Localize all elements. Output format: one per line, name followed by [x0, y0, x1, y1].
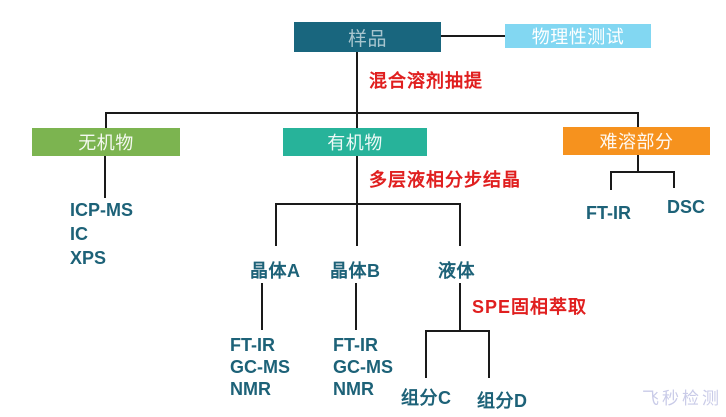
label-spe-extraction: SPE固相萃取	[472, 297, 588, 317]
node-sample: 样品	[294, 22, 441, 52]
method-insoluble-dsc: DSC	[667, 197, 706, 217]
node-organic: 有机物	[283, 128, 427, 156]
connector-to-component-c	[425, 330, 427, 378]
connector-crystal-a-methods	[261, 283, 263, 330]
fraction-crystal-a: 晶体A	[250, 261, 301, 281]
connector-crystal-b-methods	[355, 283, 357, 330]
method-item: ICP-MS	[70, 200, 133, 220]
fraction-crystal-b: 晶体B	[330, 261, 381, 281]
fraction-component-c: 组分C	[401, 388, 452, 408]
node-insoluble: 难溶部分	[563, 127, 710, 155]
connector-to-inorganic	[105, 112, 107, 128]
connector-to-insoluble-dsc	[673, 171, 675, 188]
connector-component-split	[425, 330, 489, 332]
method-insoluble-ftir: FT-IR	[586, 203, 631, 223]
method-item: IC	[70, 224, 88, 244]
method-item: FT-IR	[230, 335, 275, 355]
connector-insoluble-down	[637, 155, 639, 171]
fraction-component-d: 组分D	[477, 391, 528, 411]
watermark-feimiao-jiance: 飞秒检测	[642, 389, 722, 408]
method-item: GC-MS	[230, 357, 290, 377]
label-solvent-extraction: 混合溶剂抽提	[369, 71, 483, 91]
method-item: NMR	[230, 379, 271, 399]
connector-to-component-d	[488, 330, 490, 378]
label-fractional-crystallization: 多层液相分步结晶	[369, 170, 521, 190]
method-list-crystal-a: FT-IR GC-MS NMR	[230, 334, 290, 400]
node-physical-test: 物理性测试	[505, 24, 651, 48]
connector-insoluble-split	[610, 171, 674, 173]
connector-to-insoluble	[637, 112, 639, 127]
fraction-liquid: 液体	[438, 261, 475, 281]
method-item: XPS	[70, 248, 107, 268]
connector-crystal-split	[275, 203, 460, 205]
connector-to-insoluble-ftir	[610, 171, 612, 190]
connector-to-liquid	[459, 203, 461, 246]
method-item: NMR	[333, 379, 374, 399]
node-inorganic: 无机物	[32, 128, 180, 156]
method-item: FT-IR	[333, 335, 378, 355]
connector-inorganic-methods	[104, 156, 106, 198]
connector-to-crystal-a	[275, 203, 277, 246]
method-item: GC-MS	[333, 357, 393, 377]
connector-sample-physical	[441, 35, 505, 37]
connector-liquid-down	[459, 283, 461, 330]
connector-sample-down	[356, 52, 358, 128]
connector-to-crystal-b	[356, 203, 358, 246]
method-list-crystal-b: FT-IR GC-MS NMR	[333, 334, 393, 400]
connector-main-split	[105, 112, 638, 114]
connector-organic-down	[356, 156, 358, 203]
method-list-inorganic: ICP-MS IC XPS	[70, 198, 133, 270]
